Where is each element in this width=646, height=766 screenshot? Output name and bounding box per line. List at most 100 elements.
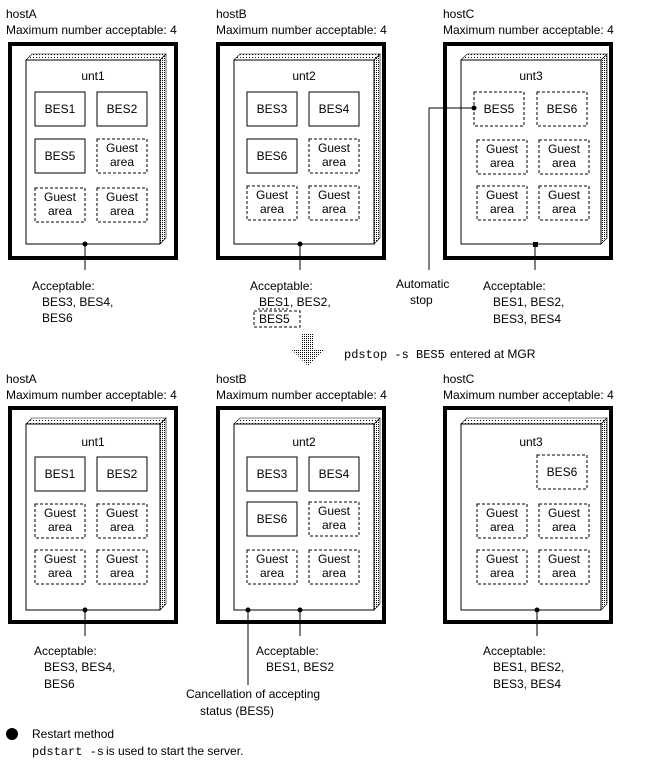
guest-area-label: area	[110, 204, 134, 218]
command-suffix: entered at MGR	[450, 347, 536, 361]
acceptable-list: , BES2,	[290, 295, 331, 309]
guest-area-label: area	[260, 566, 284, 580]
removed-entry-box	[253, 310, 301, 328]
cancel-label: status (BES5)	[200, 704, 274, 718]
server-bes1: BES1	[45, 102, 76, 116]
acceptable-list: BES3, BES4	[493, 677, 561, 691]
guest-area-label: area	[48, 204, 72, 218]
host-b-name: hostB	[216, 7, 247, 21]
unit-label: unt3	[519, 69, 543, 83]
server-bes5: BES5	[484, 102, 515, 116]
unit-label: unt2	[292, 435, 316, 449]
acceptable-list: BES1	[259, 295, 290, 309]
guest-area-label: area	[110, 566, 134, 580]
guest-area-label: Guest	[44, 506, 77, 520]
guest-area-label: Guest	[318, 188, 351, 202]
auto-stop-label: Automatic	[396, 277, 449, 291]
guest-area-label: area	[490, 520, 514, 534]
server-bes6: BES6	[257, 512, 288, 526]
guest-area-label: Guest	[318, 141, 351, 155]
guest-area-label: area	[490, 202, 514, 216]
guest-area-label: Guest	[486, 552, 519, 566]
host-c-capacity: Maximum number acceptable: 4	[443, 23, 614, 37]
guest-area-label: area	[552, 566, 576, 580]
guest-area-label: Guest	[256, 188, 289, 202]
auto-stop-label: stop	[410, 293, 433, 307]
host-a-capacity: Maximum number acceptable: 4	[6, 388, 177, 402]
host-a-name: hostA	[6, 7, 37, 21]
guest-area-label: area	[322, 202, 346, 216]
guest-area-label: Guest	[106, 552, 139, 566]
acceptable-list: BES6	[42, 311, 73, 325]
server-bes6: BES6	[547, 465, 578, 479]
server-bes2: BES2	[107, 102, 138, 116]
guest-area-label: Guest	[486, 142, 519, 156]
acceptable-list: BES1, BES2,	[493, 660, 564, 674]
guest-area-label: Guest	[548, 142, 581, 156]
transition-arrow	[292, 334, 324, 366]
acceptable-label: Acceptable:	[32, 279, 95, 293]
guest-area-label: Guest	[548, 188, 581, 202]
acceptable-list: BES5	[259, 312, 290, 326]
host-a-name: hostA	[6, 372, 37, 386]
server-bes3: BES3	[257, 467, 288, 481]
unit-label: unt2	[292, 69, 316, 83]
footer-command: pdstart -s	[32, 745, 104, 759]
footer-title: Restart method	[32, 727, 114, 741]
acceptable-list: BES1, BES2	[266, 660, 334, 674]
guest-area-label: Guest	[44, 552, 77, 566]
server-bes6: BES6	[547, 102, 578, 116]
command-text: pdstop -s BES5	[344, 348, 445, 362]
guest-area-label: Guest	[486, 506, 519, 520]
guest-area-label: Guest	[106, 141, 139, 155]
host-b-capacity: Maximum number acceptable: 4	[216, 388, 387, 402]
guest-area-label: area	[260, 202, 284, 216]
guest-area-label: Guest	[106, 190, 139, 204]
guest-area-label: area	[48, 566, 72, 580]
unit-label: unt3	[519, 435, 543, 449]
host-a-top: unt1 BES1 BES2 BES5 Guest area Guest are…	[8, 42, 178, 270]
server-bes3: BES3	[257, 102, 288, 116]
acceptable-list: BES1, BES2,	[493, 295, 564, 309]
unit-label: unt1	[81, 69, 105, 83]
acceptable-label: Acceptable:	[483, 644, 546, 658]
auto-stop-connector	[428, 107, 474, 270]
unit-label: unt1	[81, 435, 105, 449]
acceptable-label: Acceptable:	[483, 279, 546, 293]
guest-area-label: Guest	[548, 552, 581, 566]
guest-area-label: Guest	[486, 188, 519, 202]
guest-area-label: area	[552, 156, 576, 170]
guest-area-label: area	[322, 155, 346, 169]
server-bes6: BES6	[257, 149, 288, 163]
server-bes2: BES2	[107, 467, 138, 481]
host-a-capacity: Maximum number acceptable: 4	[6, 23, 177, 37]
guest-area-label: area	[322, 518, 346, 532]
server-bes4: BES4	[319, 467, 350, 481]
host-c-capacity: Maximum number acceptable: 4	[443, 388, 614, 402]
footer-suffix: is used to start the server.	[106, 744, 243, 758]
host-b-capacity: Maximum number acceptable: 4	[216, 23, 387, 37]
host-c-name: hostC	[443, 7, 475, 21]
server-bes1: BES1	[45, 467, 76, 481]
guest-area-label: area	[48, 520, 72, 534]
acceptable-label: Acceptable:	[256, 644, 319, 658]
guest-area-label: area	[110, 520, 134, 534]
guest-area-label: Guest	[256, 552, 289, 566]
host-c-name: hostC	[443, 372, 475, 386]
guest-area-label: area	[110, 155, 134, 169]
acceptable-list: BES3, BES4,	[44, 660, 115, 674]
host-b-name: hostB	[216, 372, 247, 386]
cancel-label: Cancellation of accepting	[186, 687, 320, 701]
acceptable-label: Acceptable:	[250, 279, 313, 293]
guest-area-label: area	[552, 202, 576, 216]
guest-area-label: area	[490, 156, 514, 170]
guest-area-label: Guest	[318, 552, 351, 566]
host-c-bottom: unt3 BES6 Guest area Guest area Guest ar…	[443, 406, 613, 636]
server-bes4: BES4	[319, 102, 350, 116]
guest-area-label: Guest	[318, 504, 351, 518]
server-bes5: BES5	[45, 149, 76, 163]
host-c-top: unt3 BES5 BES6 Guest area Guest area Gue…	[428, 42, 613, 270]
acceptable-list: BES3, BES4,	[42, 295, 113, 309]
host-b-top: unt2 BES3 BES4 BES6 Guest area Guest are…	[216, 42, 386, 270]
